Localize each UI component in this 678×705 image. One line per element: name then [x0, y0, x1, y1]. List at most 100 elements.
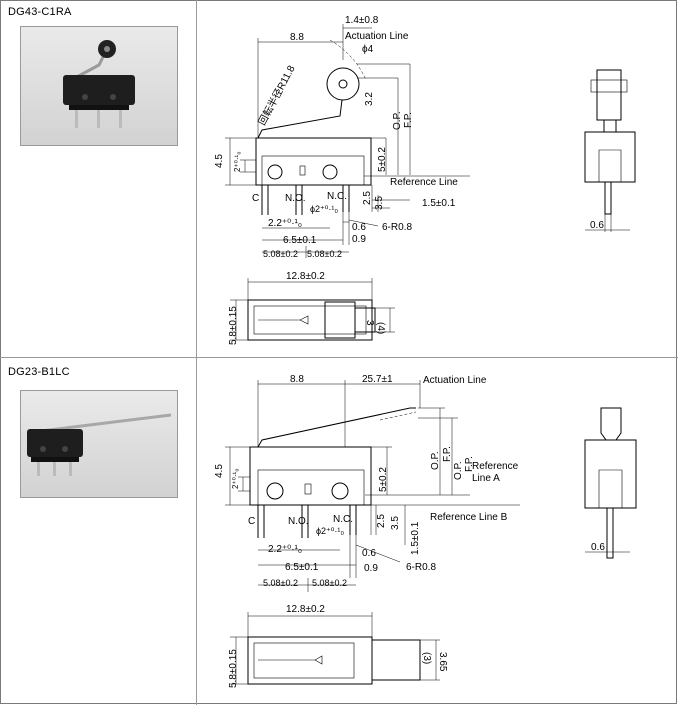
- dim-text-lever-w: (3): [421, 652, 432, 664]
- dim-text-roller-w2: (4): [375, 322, 386, 334]
- dim-text-pin-h1-2: 2.5: [376, 514, 387, 528]
- dim-text-pin-radius: 6-R0.8: [382, 222, 412, 233]
- dim-text-fp2-2: F.P.: [464, 456, 475, 472]
- dim-text-roller-w: 3: [364, 320, 375, 326]
- dim-text-hole-dia: ϕ2⁺⁰·¹₀: [310, 204, 338, 214]
- dim-op-line: [357, 63, 411, 175]
- dim-pin-width-2: [349, 535, 357, 578]
- dim-side-pin: [585, 214, 630, 232]
- dim-op-2: [418, 407, 445, 495]
- lever-top: [258, 315, 309, 325]
- roller-top-edge: [354, 307, 376, 333]
- product-photo-roller-lever: [20, 26, 178, 146]
- dim-text-lever-len: 25.7±1: [362, 374, 393, 385]
- dim-text-pin-radius-2: 6-R0.8: [406, 562, 436, 573]
- dim-text-height-2: 4.5: [214, 464, 225, 478]
- body-top: [247, 299, 373, 341]
- dim-text-hole-small: 2⁺⁰·¹₀: [233, 151, 242, 172]
- lever-top-2: [371, 639, 421, 681]
- dim-roller-w: [375, 307, 395, 333]
- dim-fp-2: [418, 417, 458, 495]
- dim-overall-width: [257, 38, 343, 138]
- pin-label-c: C: [252, 193, 259, 204]
- leader-pin-radius: [348, 219, 379, 227]
- dim-lever-w: [420, 639, 440, 681]
- lever-arm: [257, 99, 343, 139]
- dim-lever-len: [344, 380, 421, 447]
- body-top-2: [247, 636, 373, 685]
- product-photo-long-lever: [20, 390, 178, 498]
- leader-pin-radius-2: [355, 544, 401, 563]
- dim-text-actuation-line-2: Actuation Line: [423, 375, 487, 386]
- dim-pin-heights: [371, 185, 379, 212]
- switch-body-outline-2: [249, 446, 372, 506]
- dim-text-hole-spacing-2: 6.5±0.1: [285, 562, 319, 573]
- dim-text-hole-small-2: 2⁺⁰·¹₀: [231, 468, 240, 489]
- dim-text-pin-w-2: 0.6: [362, 548, 376, 559]
- dim-top-depth-2: [230, 636, 248, 685]
- dim-pitch: [262, 246, 349, 258]
- dim-text-height: 4.5: [214, 154, 225, 168]
- dim-text-op2-2: O.P.: [453, 461, 464, 480]
- dim-text-op: O.P.: [392, 111, 403, 130]
- long-lever-switch-illustration: [27, 413, 172, 476]
- dim-text-hole-pitch: 2.2⁺⁰·¹₀: [268, 218, 302, 229]
- dim-top-width: [247, 278, 373, 300]
- body-side-slot: [598, 149, 622, 182]
- dim-side-pin-2: [585, 542, 630, 556]
- dim-overall-width-2: [257, 380, 345, 447]
- dim-text-hole-dia-2: ϕ2⁺⁰·¹₀: [316, 526, 344, 536]
- lever-side: [603, 119, 617, 133]
- dim-text-hole-spacing: 6.5±0.1: [283, 235, 317, 246]
- dim-hole-small-2: [238, 476, 250, 492]
- pin-nc: [342, 185, 350, 212]
- front-view-1: [225, 24, 470, 258]
- top-view-2: [230, 612, 440, 685]
- dim-text-pitch2-2: 5.08±0.2: [312, 578, 347, 588]
- switch-body-inner: [261, 155, 365, 186]
- pin-label-no: N.O.: [285, 193, 306, 204]
- roller-axle: [338, 79, 348, 89]
- mounting-hole-right-2: [331, 482, 349, 500]
- dim-body-height-2: [371, 446, 392, 495]
- dim-text-pitch1-2: 5.08±0.2: [263, 578, 298, 588]
- dim-text-depth: 5.8±0.15: [228, 306, 239, 345]
- dim-text-pin-h2-2: 3.5: [390, 516, 401, 530]
- dim-text-pitch1: 5.08±0.2: [263, 249, 298, 259]
- dim-text-ref-offset-2: 1.5±0.1: [410, 521, 421, 555]
- body-top-inner-2: [253, 642, 355, 679]
- roller: [326, 67, 360, 101]
- dim-top-width-2: [247, 612, 373, 637]
- dim-ref-offset: [372, 199, 410, 209]
- body-side-slot-2: [598, 469, 623, 508]
- dim-top-depth: [230, 299, 248, 341]
- dim-text-overall: 8.8: [290, 32, 304, 43]
- dim-text-side-pin: 0.6: [590, 220, 604, 231]
- dim-text-width-2: 12.8±0.2: [286, 604, 325, 615]
- center-mark: [299, 165, 306, 176]
- dim-body-height: [371, 137, 387, 175]
- pin-label-nc: N.C.: [327, 191, 347, 202]
- dim-text-depth-2: 5.8±0.15: [228, 649, 239, 688]
- dim-text-reference-b: Reference Line B: [430, 512, 508, 523]
- dim-text-pitch2: 5.08±0.2: [307, 249, 342, 259]
- pin-c-2: [257, 505, 265, 538]
- roller-axle-side: [590, 79, 628, 93]
- rotation-arc: [329, 39, 367, 81]
- pin-label-no-2: N.O.: [288, 516, 309, 527]
- pin-side: [604, 181, 612, 215]
- pin-nc-2: [349, 505, 357, 535]
- lever-travel: [379, 411, 417, 421]
- mounting-hole-left: [267, 164, 283, 180]
- model-name-2: DG23-B1LC: [8, 366, 70, 378]
- column-divider: [196, 0, 197, 705]
- body-top-inner: [253, 305, 367, 335]
- dim-height: [225, 137, 256, 186]
- dim-text-overall-2: 8.8: [290, 374, 304, 385]
- lever-tip-top: [258, 655, 323, 665]
- body-side-2: [584, 439, 637, 509]
- dim-text-reference-a: Reference: [472, 461, 519, 472]
- body-side: [584, 131, 636, 183]
- top-view-1: [230, 278, 395, 341]
